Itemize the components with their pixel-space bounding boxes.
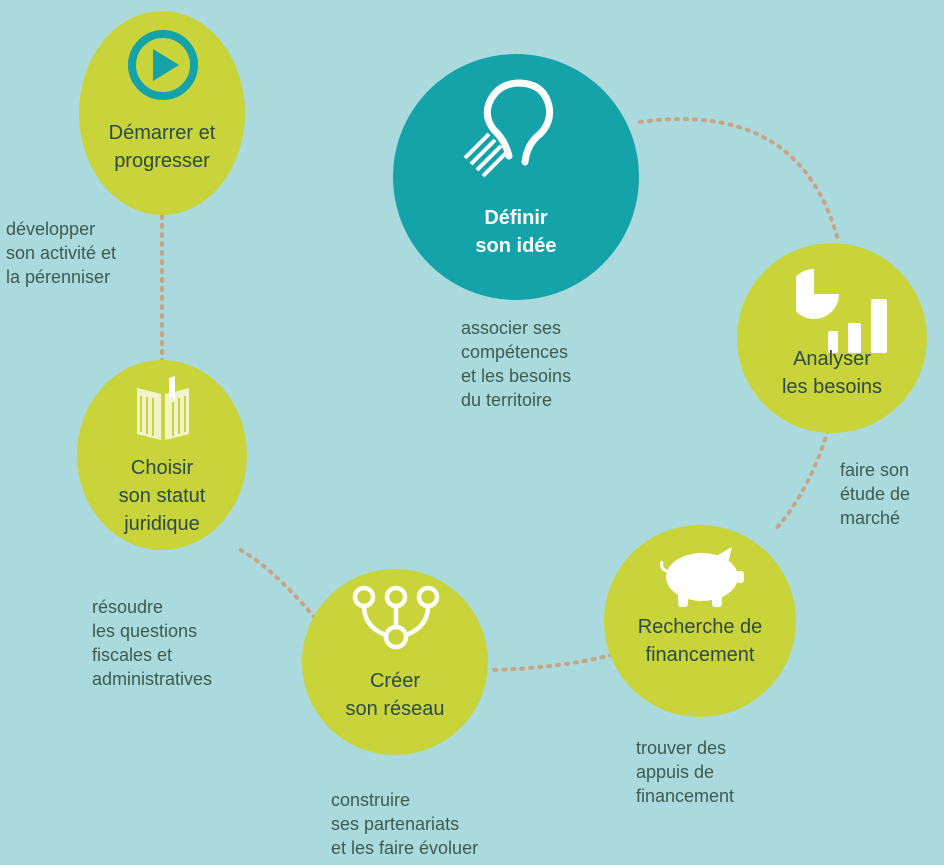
step-description-financement: trouver des appuis de financement xyxy=(636,738,735,806)
step-demarrer[interactable]: Démarrer et progresser xyxy=(79,11,245,215)
step-analyser[interactable]: Analyser les besoins xyxy=(737,243,927,433)
step-definir[interactable]: Définir son idée xyxy=(393,54,639,300)
step-label-analyser: Analyser les besoins xyxy=(781,348,883,398)
step-statut[interactable]: Choisir son statut juridique xyxy=(77,360,247,550)
step-description-statut: résoudre les questions fiscales et admin… xyxy=(92,597,213,689)
step-label-reseau: Créer son réseau xyxy=(345,670,445,720)
step-label-definir: Définir son idée xyxy=(475,207,557,257)
light-bulb-icon xyxy=(463,79,554,178)
step-label-financement: Recherche de financement xyxy=(637,616,763,666)
connector-reseau-statut xyxy=(235,546,317,620)
step-description-demarrer: développer son activité et la pérenniser xyxy=(6,219,117,287)
step-financement[interactable]: Recherche de financement xyxy=(604,525,796,717)
chart-icon xyxy=(796,269,887,353)
step-description-definir: associer ses compétences et les besoins … xyxy=(461,318,572,410)
step-description-reseau: construire ses partenariats et les faire… xyxy=(331,790,479,858)
connector-financement-reseau xyxy=(490,653,614,672)
piggy-bank-icon xyxy=(660,547,744,607)
open-book-icon xyxy=(137,376,189,440)
step-label-demarrer: Démarrer et progresser xyxy=(108,122,216,172)
step-reseau[interactable]: Créer son réseau xyxy=(302,569,488,755)
play-icon xyxy=(128,30,198,100)
network-icon xyxy=(352,585,440,650)
step-description-analyser: faire son étude de marché xyxy=(840,460,911,528)
connector-definir-analyser xyxy=(638,117,840,242)
connector-analyser-financement xyxy=(773,428,830,532)
step-label-statut: Choisir son statut juridique xyxy=(118,457,206,535)
